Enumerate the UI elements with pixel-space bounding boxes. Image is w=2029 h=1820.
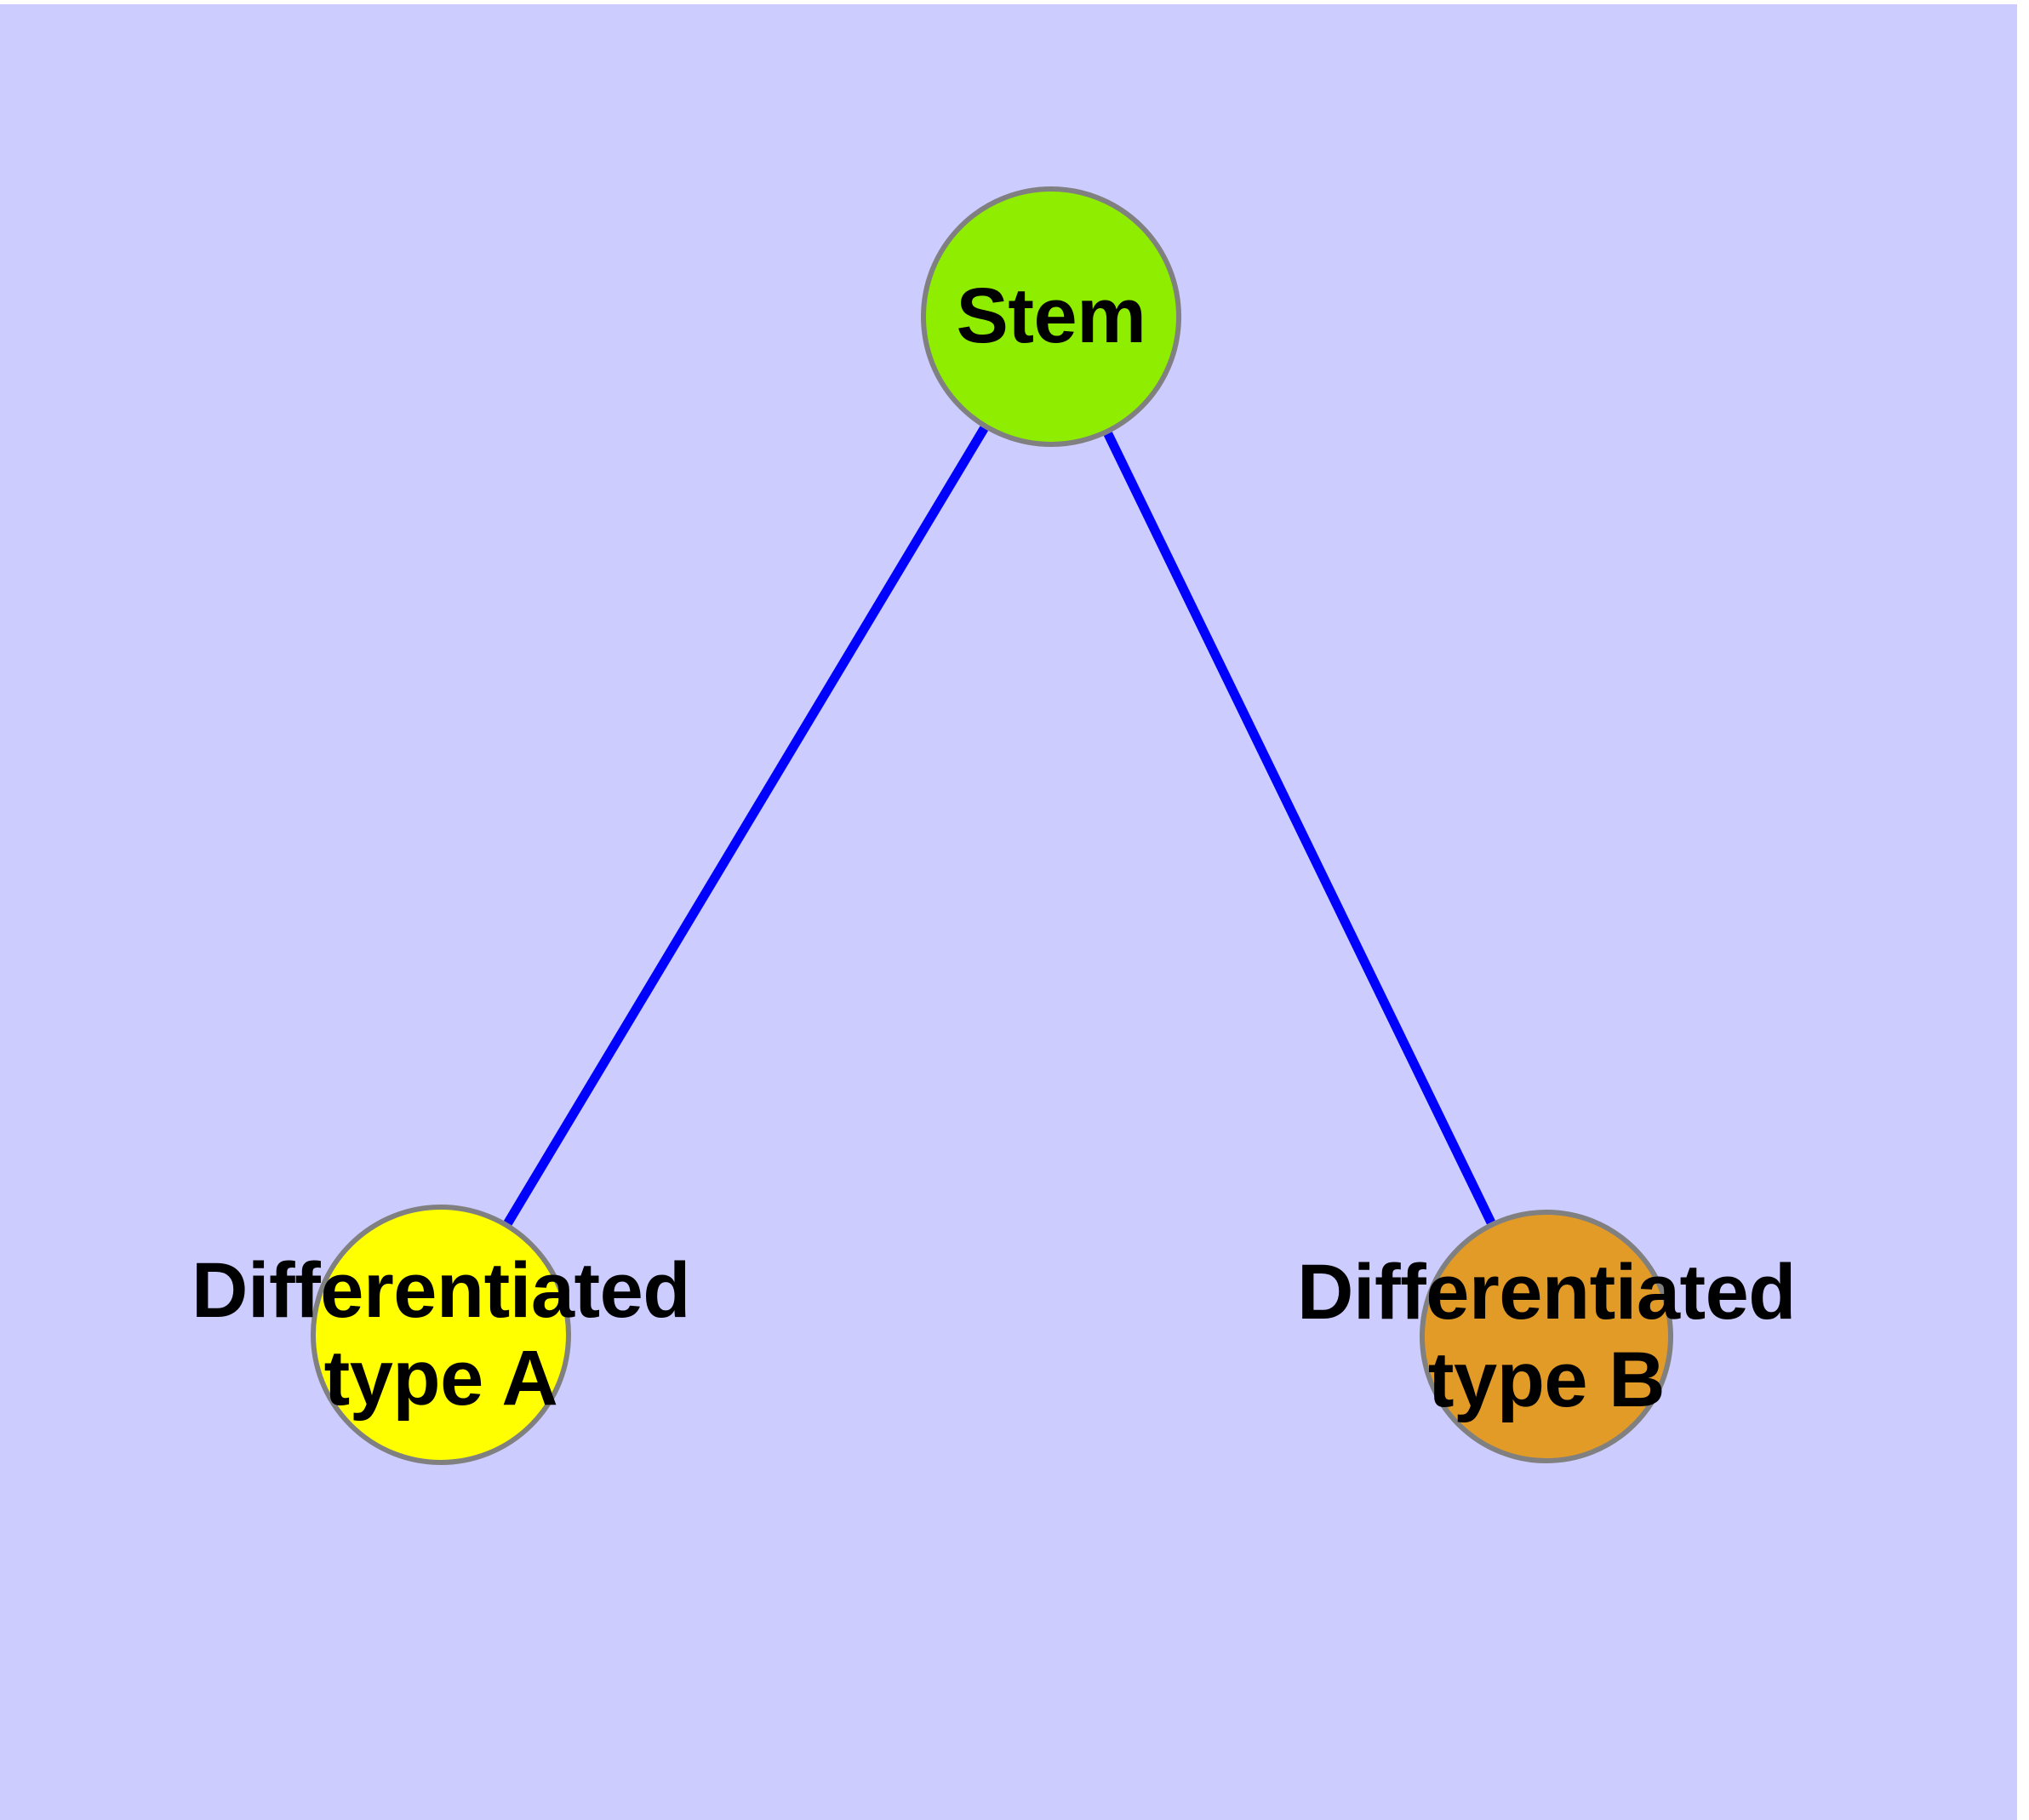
node-differentiated-type-a[interactable] (311, 1205, 571, 1465)
node-differentiated-type-b[interactable] (1420, 1210, 1673, 1463)
edge-stem-to-differentiated-type-b (1103, 432, 1495, 1225)
edge-stem-to-differentiated-type-a (503, 426, 989, 1226)
node-stem[interactable] (921, 186, 1181, 447)
